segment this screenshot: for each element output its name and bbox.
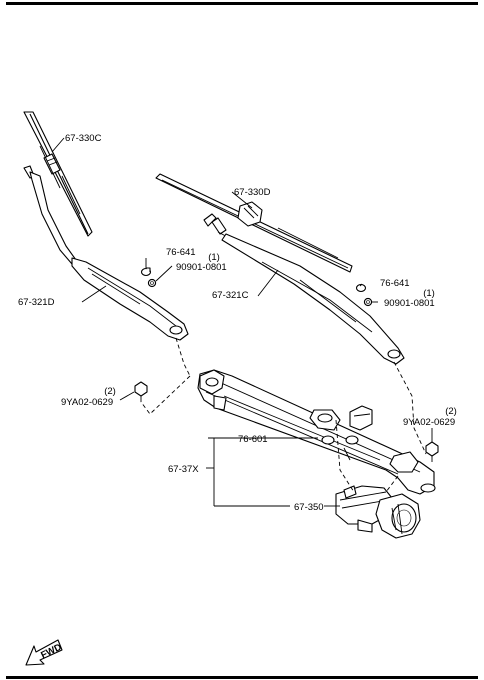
label-nut-right-qty: (1) bbox=[423, 288, 435, 299]
leader-lines bbox=[51, 137, 433, 507]
label-bolt-right: 9YA02-0629 bbox=[403, 417, 455, 428]
label-blade-right: 67-330D bbox=[234, 187, 271, 198]
right-bolt bbox=[425, 441, 439, 462]
right-wiper-blade bbox=[155, 173, 353, 273]
label-fwd: FWD bbox=[39, 642, 63, 661]
label-linkage: 76-601 bbox=[238, 434, 268, 445]
fwd-arrow bbox=[25, 639, 63, 666]
right-cap-and-nut bbox=[355, 283, 373, 307]
label-nut-left-qty: (1) bbox=[208, 252, 220, 263]
left-wiper-arm bbox=[23, 165, 189, 341]
right-wiper-arm bbox=[203, 213, 405, 365]
bottom-border-rule bbox=[6, 676, 478, 679]
label-bolt-right-qty: (2) bbox=[445, 406, 457, 417]
left-bolt bbox=[134, 381, 148, 402]
label-nut-right: 90901-0801 bbox=[384, 298, 435, 309]
left-wiper-blade bbox=[23, 111, 93, 237]
label-bolt-left: 9YA02-0629 bbox=[61, 397, 113, 408]
wiper-motor bbox=[335, 485, 421, 539]
top-border-rule bbox=[6, 2, 478, 5]
label-assembly: 67-37X bbox=[168, 464, 199, 475]
label-motor: 67-350 bbox=[294, 502, 324, 513]
label-bolt-left-qty: (2) bbox=[104, 386, 116, 397]
label-arm-right: 67-321C bbox=[212, 290, 249, 301]
wiper-linkage bbox=[197, 369, 436, 495]
label-nut-left: 90901-0801 bbox=[176, 262, 227, 273]
label-blade-left: 67-330C bbox=[65, 133, 102, 144]
assembly-dashed-lines bbox=[140, 337, 427, 493]
label-cap-left: 76-641 bbox=[166, 247, 196, 258]
label-arm-left: 67-321D bbox=[18, 297, 55, 308]
label-cap-right: 76-641 bbox=[380, 278, 410, 289]
left-cap-and-nut bbox=[140, 267, 157, 288]
